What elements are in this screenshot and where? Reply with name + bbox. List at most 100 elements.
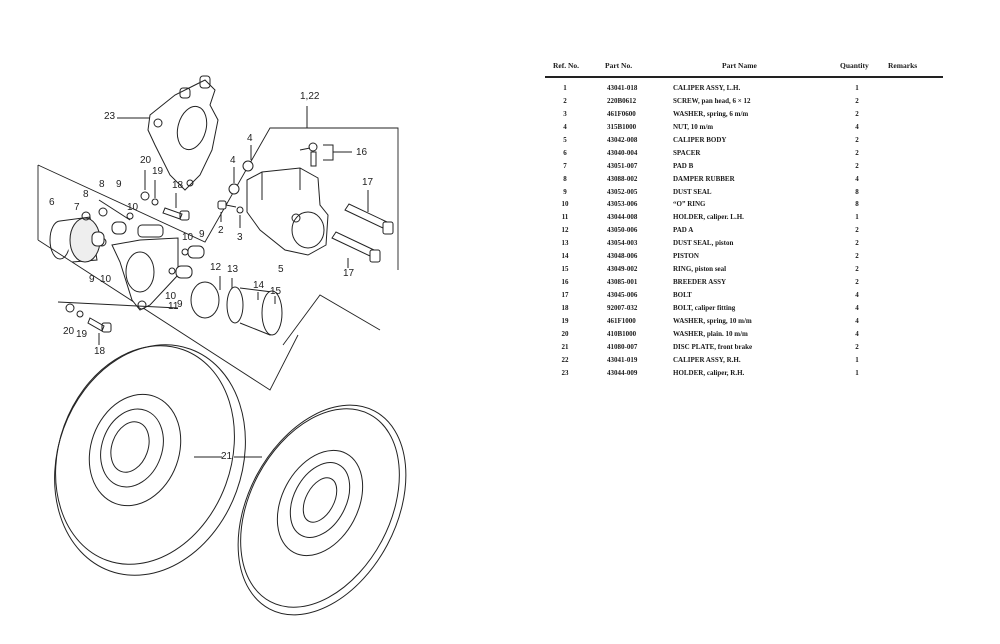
header-quantity: Quantity bbox=[840, 61, 869, 70]
cell-part-no: 43044-009 bbox=[607, 368, 638, 377]
piston-assembly-drawing bbox=[190, 276, 283, 336]
cell-quantity: 4 bbox=[855, 174, 859, 183]
cell-quantity: 2 bbox=[855, 265, 859, 274]
cell-part-no: 43049-002 bbox=[607, 265, 638, 274]
cell-ref-no: 10 bbox=[561, 200, 569, 209]
cell-ref-no: 15 bbox=[561, 265, 569, 274]
callout-11: 11 bbox=[168, 301, 179, 312]
cell-quantity: 2 bbox=[855, 135, 859, 144]
cell-part-name: PAD A bbox=[673, 226, 694, 235]
cell-part-name: SCREW, pan head, 6 × 12 bbox=[673, 96, 751, 105]
cell-ref-no: 2 bbox=[563, 96, 567, 105]
cell-part-no: 92007-032 bbox=[607, 303, 638, 312]
callout-7: 7 bbox=[74, 202, 80, 213]
cell-part-name: BOLT bbox=[673, 291, 692, 299]
cell-quantity: 2 bbox=[855, 109, 859, 118]
cell-ref-no: 21 bbox=[561, 342, 569, 351]
cell-quantity: 2 bbox=[855, 96, 859, 105]
cell-quantity: 4 bbox=[855, 303, 859, 312]
cell-part-name: NUT, 10 m/m bbox=[673, 122, 714, 131]
cell-quantity: 2 bbox=[855, 342, 859, 351]
cell-quantity: 2 bbox=[855, 239, 859, 248]
cell-part-no: 461F1000 bbox=[607, 316, 636, 325]
callout-19b: 19 bbox=[76, 329, 88, 340]
callout-14: 14 bbox=[253, 280, 265, 291]
disc-plate-right-drawing bbox=[237, 404, 407, 616]
cell-ref-no: 9 bbox=[563, 187, 567, 196]
cell-part-no: 43041-019 bbox=[607, 355, 638, 364]
callout-10c: 10 bbox=[100, 274, 112, 285]
cell-part-no: 43042-008 bbox=[607, 135, 638, 144]
cell-ref-no: 18 bbox=[561, 303, 569, 312]
cell-part-name: “O” RING bbox=[673, 200, 706, 209]
header-rule bbox=[545, 76, 943, 78]
callout-3: 3 bbox=[237, 232, 243, 243]
callout-6: 6 bbox=[49, 197, 55, 208]
cell-ref-no: 7 bbox=[563, 161, 567, 170]
cell-part-name: CALIPER ASSY, R.H. bbox=[673, 355, 741, 364]
cell-part-no: 43053-006 bbox=[607, 200, 638, 209]
callout-1-22: 1,22 bbox=[300, 91, 320, 102]
cell-quantity: 2 bbox=[855, 148, 859, 157]
cell-quantity: 1 bbox=[855, 213, 859, 222]
cell-part-name: BOLT, caliper fitting bbox=[673, 303, 736, 312]
cell-ref-no: 1 bbox=[563, 84, 567, 92]
cell-ref-no: 19 bbox=[561, 316, 569, 325]
cell-quantity: 4 bbox=[855, 316, 859, 325]
cell-quantity: 2 bbox=[855, 226, 859, 235]
callout-15: 15 bbox=[270, 286, 282, 297]
cell-ref-no: 8 bbox=[563, 174, 567, 183]
callout-20a: 20 bbox=[140, 155, 152, 166]
table-row: 5 43042-008 CALIPER BODY 2 bbox=[545, 136, 945, 149]
cell-ref-no: 14 bbox=[561, 252, 569, 261]
cell-part-no: 43048-006 bbox=[607, 252, 638, 261]
cell-ref-no: 20 bbox=[561, 329, 569, 338]
callout-19a: 19 bbox=[152, 166, 164, 177]
cell-part-no: 41080-007 bbox=[607, 342, 638, 351]
cell-part-no: 315B1000 bbox=[607, 122, 637, 131]
cell-part-no: 43045-006 bbox=[607, 291, 638, 299]
cell-ref-no: 5 bbox=[563, 135, 567, 144]
callout-8a: 8 bbox=[99, 179, 105, 190]
callout-23: 23 bbox=[104, 111, 116, 122]
callout-16: 16 bbox=[356, 147, 368, 158]
callout-13: 13 bbox=[227, 264, 239, 275]
cell-part-name: CALIPER BODY bbox=[673, 135, 727, 144]
cell-quantity: 1 bbox=[855, 368, 859, 377]
cell-part-name: WASHER, plain. 10 m/m bbox=[673, 329, 748, 338]
callout-5: 5 bbox=[278, 264, 284, 275]
cell-ref-no: 22 bbox=[561, 355, 569, 364]
caliper-body-drawing bbox=[246, 167, 329, 256]
callout-9c: 9 bbox=[89, 274, 95, 285]
cell-ref-no: 23 bbox=[561, 368, 569, 377]
cell-quantity: 2 bbox=[855, 161, 859, 170]
cell-part-name: PISTON bbox=[673, 252, 699, 261]
bolts-17-drawing bbox=[331, 190, 394, 268]
cell-quantity: 1 bbox=[855, 355, 859, 364]
cell-ref-no: 12 bbox=[561, 226, 569, 235]
cell-part-no: 43054-003 bbox=[607, 239, 638, 248]
table-row: 18 92007-032 BOLT, caliper fitting 4 bbox=[545, 304, 945, 317]
cell-part-name: WASHER, spring, 6 m/m bbox=[673, 109, 749, 118]
disc-plate-left-drawing bbox=[54, 344, 246, 576]
cell-part-name: WASHER, spring, 10 m/m bbox=[673, 316, 752, 325]
cell-quantity: 2 bbox=[855, 278, 859, 287]
cell-part-no: 43052-005 bbox=[607, 187, 638, 196]
callout-2: 2 bbox=[218, 225, 224, 236]
cell-part-no: 220B0612 bbox=[607, 96, 637, 105]
cell-part-name: PAD B bbox=[673, 161, 694, 170]
callout-10b: 10 bbox=[182, 232, 194, 243]
parts-list-table: Ref. No. Part No. Part Name Quantity Rem… bbox=[545, 58, 945, 377]
header-part-name: Part Name bbox=[722, 61, 757, 70]
